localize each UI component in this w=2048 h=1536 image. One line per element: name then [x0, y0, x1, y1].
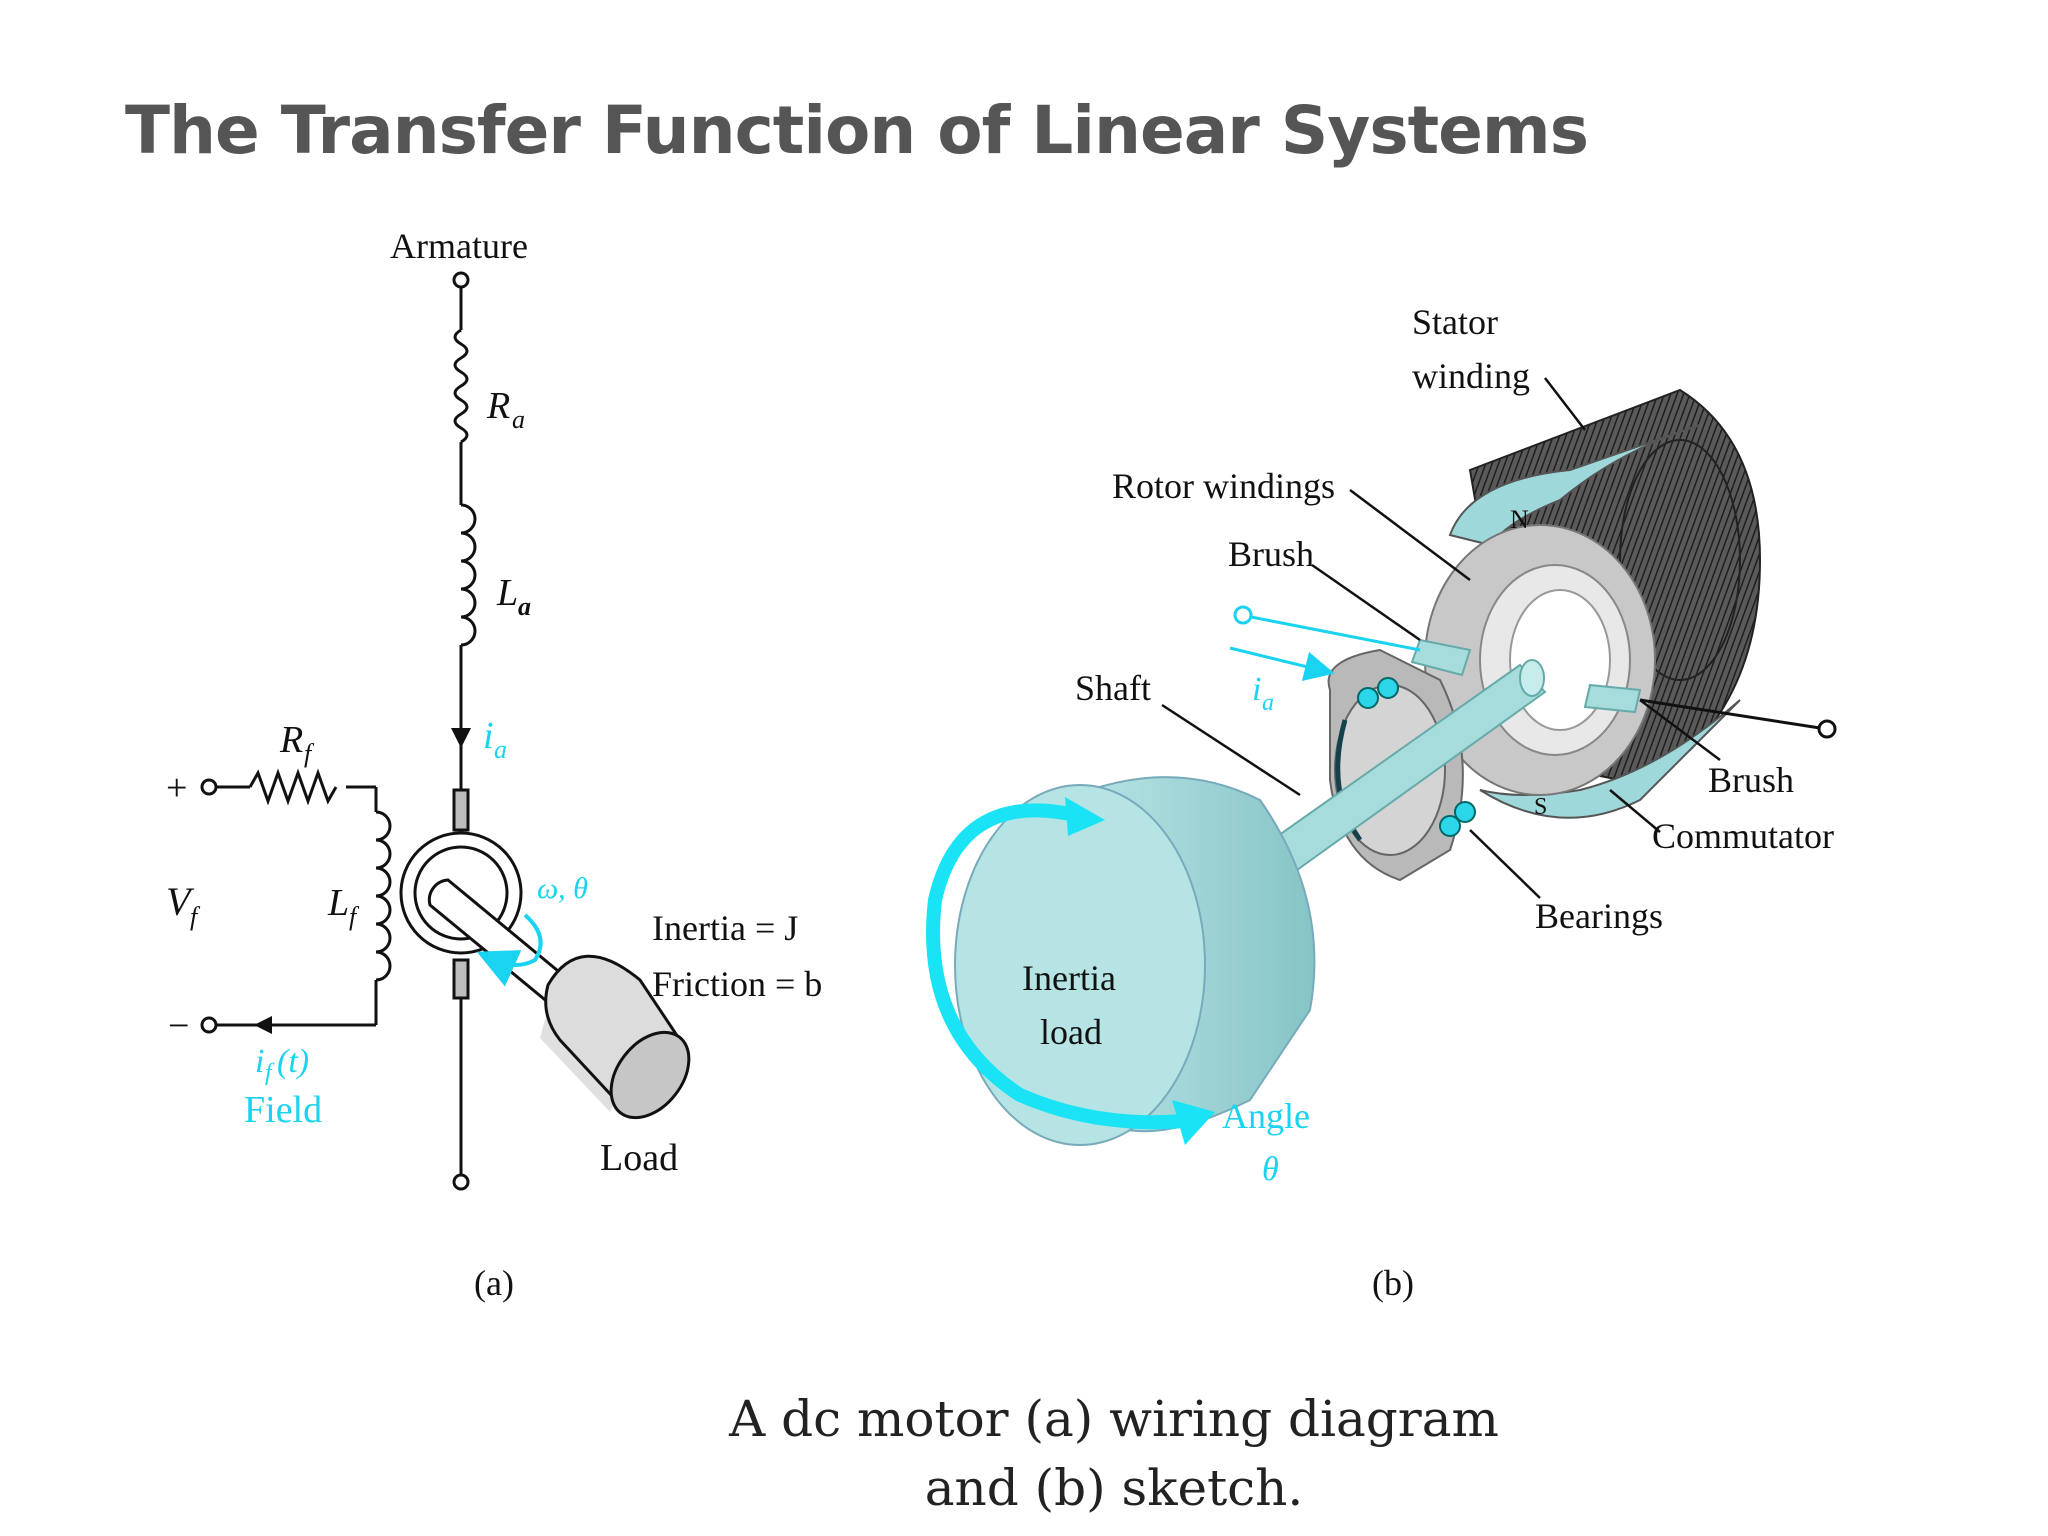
omega-theta-label: ω, θ — [537, 872, 588, 905]
if-arrow — [254, 1016, 272, 1034]
n-pole-label: N — [1510, 505, 1529, 534]
rf-label: R — [279, 719, 303, 761]
brush-right-label: Brush — [1708, 760, 1794, 800]
ra-label: R — [486, 385, 510, 427]
la-subscript: a — [518, 592, 531, 621]
brush-top-label: Brush — [1228, 534, 1314, 574]
brush-top — [1410, 638, 1472, 677]
ra-subscript: a — [512, 405, 525, 434]
inertia-load-face — [954, 784, 1206, 1146]
field-minus-terminal — [200, 1016, 218, 1034]
angle-arrow — [926, 803, 1196, 1130]
armature-top-terminal — [452, 271, 470, 289]
bearing-ball — [1454, 801, 1476, 823]
armature-bottom-terminal — [452, 1173, 470, 1191]
bearing-ball — [1357, 687, 1379, 709]
ia-sketch-subscript: a — [1262, 690, 1274, 716]
if-subscript: f — [265, 1060, 275, 1086]
la-inductor — [460, 503, 477, 647]
armature-label: Armature — [390, 226, 528, 266]
stator-label-line2: winding — [1412, 356, 1530, 396]
motor-sketch — [926, 377, 1837, 1146]
n-pole — [1448, 424, 1701, 547]
ia-terminal — [1233, 605, 1253, 625]
rotor-windings-label: Rotor windings — [1112, 466, 1335, 506]
rf-subscript: f — [304, 739, 315, 768]
vf-subscript: f — [190, 902, 201, 931]
minus-label: − — [168, 1005, 189, 1047]
panel-a-label: (a) — [474, 1263, 514, 1303]
plus-label: + — [166, 767, 187, 809]
load-end-face — [609, 1030, 691, 1120]
wiring-diagram — [200, 271, 691, 1191]
figure-caption: A dc motor (a) wiring diagram and (b) sk… — [0, 1385, 2048, 1523]
inertia-load-label-line1: Inertia — [1022, 958, 1116, 998]
bearing-ball — [1439, 815, 1461, 837]
angle-label: Angle — [1222, 1096, 1310, 1136]
page-title: The Transfer Function of Linear Systems — [125, 92, 1589, 169]
if-label: i — [255, 1043, 264, 1080]
bearings-label: Bearings — [1535, 896, 1663, 936]
inertia-load-label-line2: load — [1040, 1012, 1102, 1052]
commutator-label: Commutator — [1652, 816, 1834, 856]
lf-label: L — [327, 882, 349, 924]
rf-resistor — [248, 768, 338, 806]
theta-label: θ — [1262, 1151, 1279, 1188]
lf-inductor — [375, 810, 392, 982]
stator-label-line1: Stator — [1412, 302, 1498, 342]
ia-sketch-label: i — [1252, 671, 1261, 708]
load-label: Load — [600, 1137, 678, 1179]
caption-line-2: and (b) sketch. — [924, 1459, 1304, 1517]
la-label: L — [496, 572, 518, 614]
ia-flow-arrow — [1229, 646, 1335, 682]
if-argument: (t) — [277, 1043, 309, 1080]
bearing-ball — [1377, 677, 1399, 699]
vf-label: V — [166, 879, 195, 924]
ia-label: i — [483, 715, 494, 757]
lf-subscript: f — [349, 902, 360, 931]
s-pole-label: S — [1534, 794, 1547, 820]
friction-label: Friction = b — [652, 964, 822, 1004]
right-terminal — [1817, 719, 1837, 739]
inertia-label: Inertia = J — [652, 908, 798, 948]
shaft-label: Shaft — [1075, 668, 1151, 708]
caption-line-1: A dc motor (a) wiring diagram — [729, 1390, 1499, 1448]
field-plus-terminal — [200, 778, 218, 796]
field-label: Field — [244, 1089, 322, 1131]
ra-resistor — [453, 328, 469, 444]
brush-right — [1583, 683, 1642, 714]
panel-b-label: (b) — [1372, 1263, 1414, 1303]
ia-subscript: a — [494, 735, 507, 764]
ia-arrow — [451, 728, 471, 748]
rotation-arrow — [476, 913, 543, 987]
